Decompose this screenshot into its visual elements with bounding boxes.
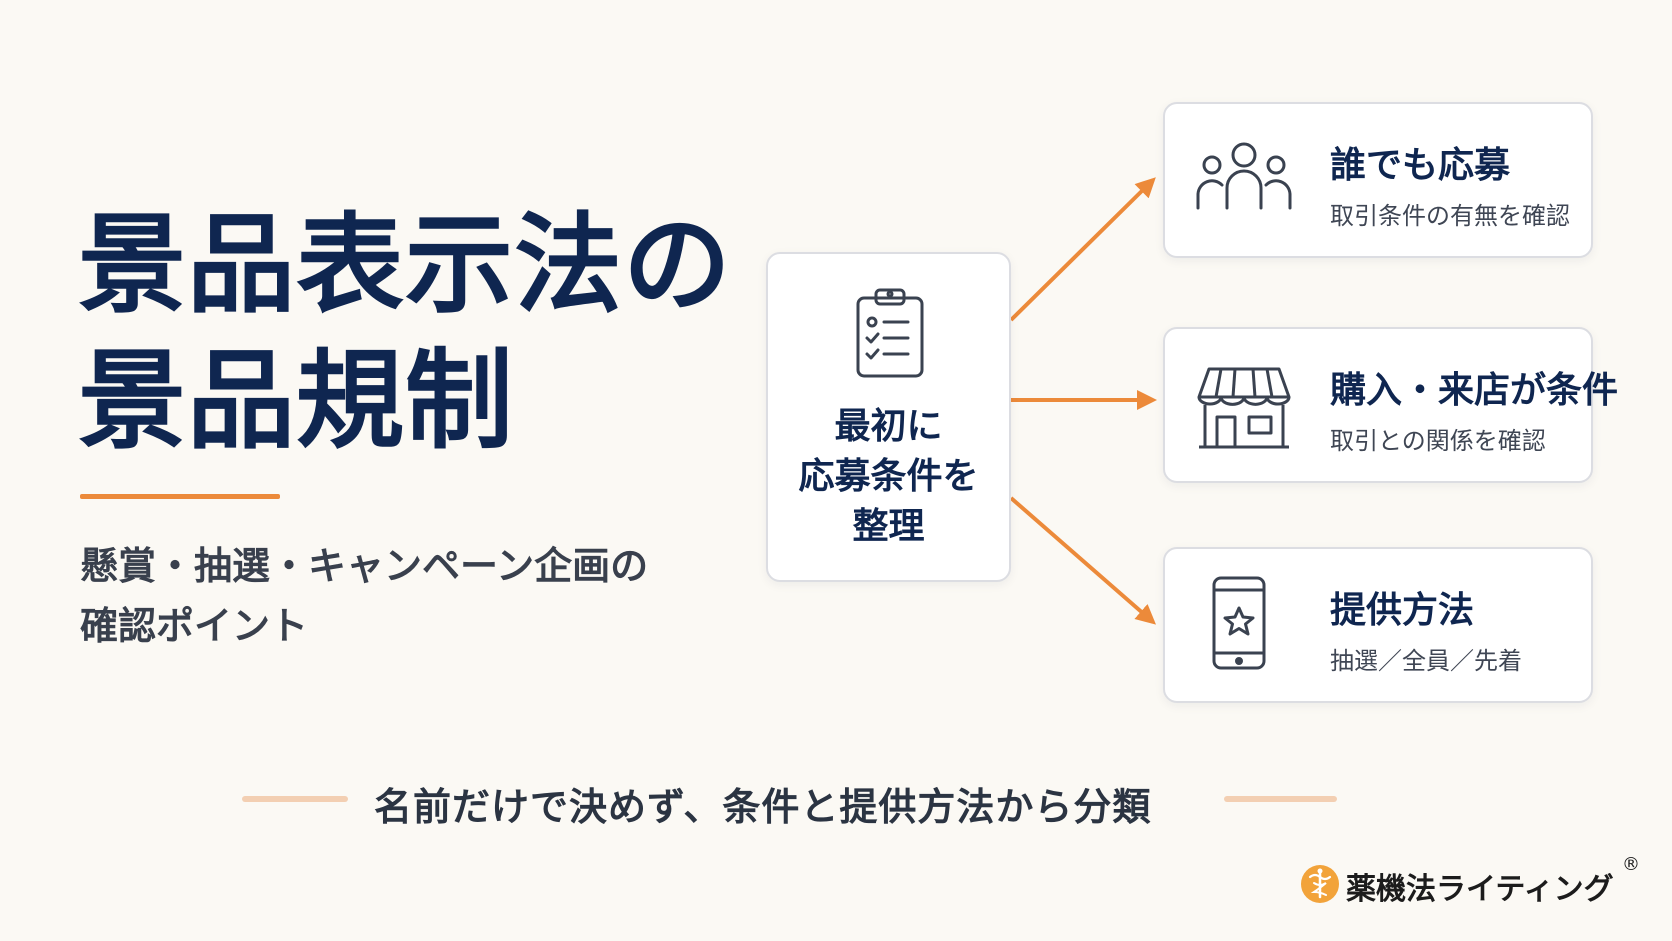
people-group-icon [1195, 138, 1293, 218]
clipboard-checklist-icon [852, 284, 928, 384]
option-title: 誰でも応募 [1330, 145, 1511, 186]
arrow-to-option-1 [1009, 177, 1156, 322]
start-step-line-2: 応募条件を [798, 456, 979, 497]
option-card-purchase-visit: 購入・来店が条件 取引との関係を確認 [1163, 327, 1618, 483]
footer-line-left [242, 796, 348, 802]
start-step-line-3: 整理 [852, 506, 925, 547]
caduceus-logo-icon [1300, 864, 1340, 908]
start-step-text: 最初に 応募条件を 整理 [768, 402, 1009, 552]
start-step-line-1: 最初に [834, 406, 943, 447]
main-title: 景品表示法の 景品規制 [78, 198, 732, 470]
option-title: 提供方法 [1330, 590, 1475, 631]
smartphone-star-icon [1209, 575, 1269, 675]
footer-line-right [1224, 796, 1337, 802]
option-description: 取引条件の有無を確認 [1330, 202, 1570, 230]
subtitle-line-1: 懸賞・抽選・キャンペーン企画の [80, 544, 649, 588]
title-underline [80, 494, 280, 499]
footer-summary: 名前だけで決めず、条件と提供方法から分類 [374, 785, 1152, 829]
subtitle-line-2: 確認ポイント [80, 604, 309, 648]
storefront-icon [1195, 363, 1293, 457]
option-description: 抽選／全員／先着 [1330, 647, 1522, 675]
subtitle: 懸賞・抽選・キャンペーン企画の 確認ポイント [80, 536, 648, 656]
option-description: 取引との関係を確認 [1330, 427, 1546, 455]
arrow-to-option-3 [1009, 496, 1157, 625]
option-card-provision-method: 提供方法 抽選／全員／先着 [1163, 547, 1593, 703]
main-title-line-2: 景品規制 [78, 339, 515, 464]
option-title: 購入・来店が条件 [1330, 370, 1619, 411]
start-step-card: 最初に 応募条件を 整理 [766, 252, 1011, 582]
registered-mark: ® [1622, 854, 1640, 875]
brand-name: 薬機法ライティング [1346, 872, 1614, 907]
option-card-anyone: 誰でも応募 取引条件の有無を確認 [1163, 102, 1593, 258]
main-title-line-1: 景品表示法の [78, 203, 733, 328]
